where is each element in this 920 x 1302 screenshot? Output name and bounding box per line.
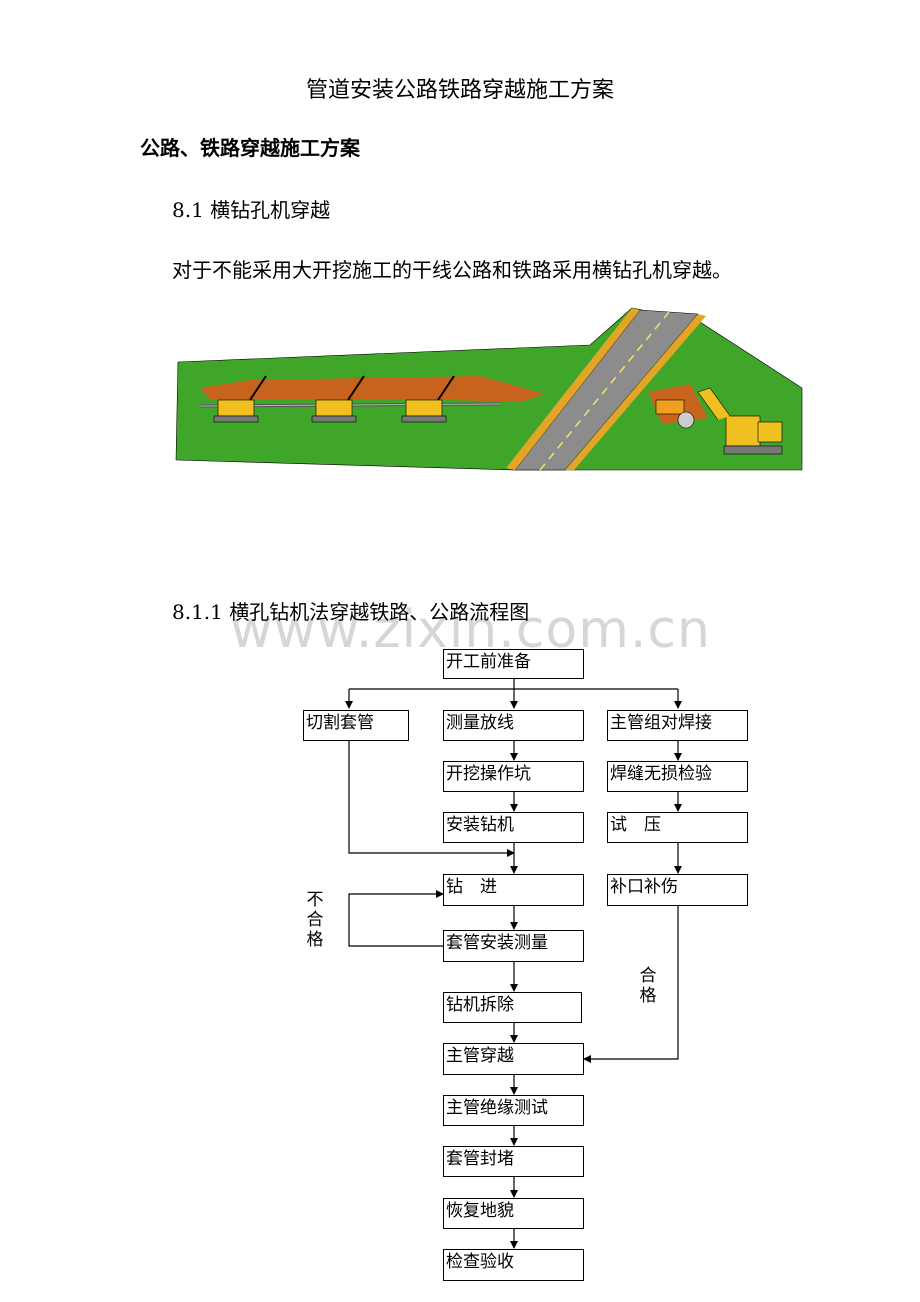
crossing-illustration [175, 307, 803, 471]
body-paragraph: 对于不能采用大开挖施工的干线公路和铁路采用横钻孔机穿越。 [172, 258, 732, 282]
flow-step-casing-seal: 套管封堵 [443, 1146, 584, 1177]
flow-step-dig-pit: 开挖操作坑 [443, 761, 584, 792]
flow-step-casing-survey: 套管安装测量 [443, 930, 584, 962]
section-heading-8-1: 8.1 横钻孔机穿越 [172, 198, 331, 222]
flow-step-drilling: 钻 进 [443, 874, 584, 906]
flow-step-restore: 恢复地貌 [443, 1198, 584, 1229]
flow-step-main-pipe-weld: 主管组对焊接 [607, 710, 748, 741]
heading-1: 公路、铁路穿越施工方案 [140, 136, 360, 160]
flow-step-repair: 补口补伤 [607, 874, 748, 906]
pass-label: 合格 [639, 966, 657, 1006]
soil-pile [200, 376, 545, 402]
flow-step-insulation-test: 主管绝缘测试 [443, 1095, 584, 1126]
flow-step-survey: 测量放线 [443, 710, 584, 741]
flow-step-cut-casing: 切割套管 [303, 710, 409, 741]
section-heading-8-1-1: 8.1.1 横孔钻机法穿越铁路、公路流程图 [172, 600, 530, 624]
flow-step-install-drill: 安装钻机 [443, 812, 584, 843]
pipelayer-3 [401, 375, 455, 423]
pipelayer-1 [213, 375, 267, 423]
flow-step-weld-ndt: 焊缝无损检验 [607, 761, 748, 792]
flow-step-remove-drill: 钻机拆除 [443, 992, 582, 1023]
flow-step-pressure-test: 试 压 [607, 812, 748, 843]
excavator [697, 387, 783, 455]
document-title: 管道安装公路铁路穿越施工方案 [305, 78, 614, 103]
flow-step-start: 开工前准备 [443, 649, 584, 679]
flow-step-inspect: 检查验收 [443, 1249, 584, 1281]
flow-step-main-pipe-cross: 主管穿越 [443, 1043, 584, 1075]
pipelayer-2 [311, 375, 365, 423]
fail-label: 不合格 [306, 890, 324, 950]
